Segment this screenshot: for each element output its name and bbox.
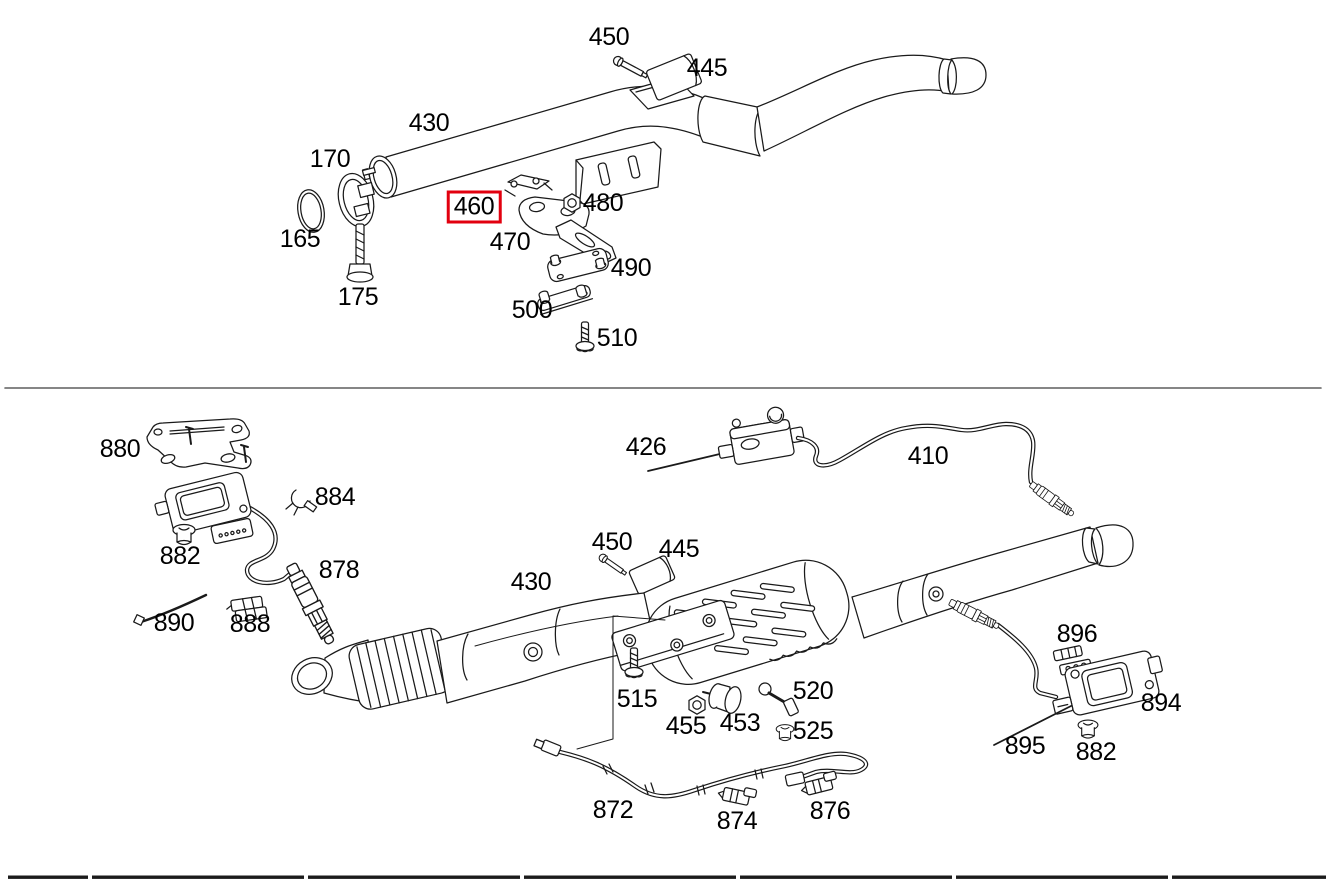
part-label-top-470[interactable]: 470 xyxy=(489,228,531,256)
part-label-bottom-884[interactable]: 884 xyxy=(314,483,356,511)
part-label-top-170[interactable]: 170 xyxy=(309,145,351,173)
part-label-bottom-876[interactable]: 876 xyxy=(809,797,851,825)
part-label-top-490[interactable]: 490 xyxy=(610,254,652,282)
downpipe-assembly-drawing xyxy=(291,524,1134,750)
part-label-bottom-520[interactable]: 520 xyxy=(792,677,834,705)
part-label-top-500[interactable]: 500 xyxy=(511,296,553,324)
part-label-bottom-894[interactable]: 894 xyxy=(1140,689,1182,717)
rubber-mount-453-drawing xyxy=(702,683,742,714)
front-pipe-drawing xyxy=(368,54,987,205)
bolt-175-drawing xyxy=(346,223,374,283)
part-label-bottom-872[interactable]: 872 xyxy=(592,796,634,824)
part-label-bottom-453[interactable]: 453 xyxy=(719,709,761,737)
part-label-top-445[interactable]: 445 xyxy=(686,54,728,82)
clip-884-drawing xyxy=(285,489,318,516)
part-label-bottom-450[interactable]: 450 xyxy=(591,528,633,556)
link-500-drawing xyxy=(537,284,594,316)
part-label-bottom-515[interactable]: 515 xyxy=(616,685,658,713)
part-label-bottom-455[interactable]: 455 xyxy=(665,712,707,740)
part-label-top-450[interactable]: 450 xyxy=(588,23,630,51)
clamp-170-drawing xyxy=(337,167,376,228)
part-label-bottom-896[interactable]: 896 xyxy=(1056,620,1098,648)
part-460-drawing xyxy=(504,174,553,197)
part-label-bottom-895[interactable]: 895 xyxy=(1004,732,1046,760)
nox-module-left-drawing xyxy=(154,471,294,586)
cable-strap-890-drawing xyxy=(133,593,208,626)
bracket-880-drawing xyxy=(146,418,252,470)
part-label-bottom-882[interactable]: 882 xyxy=(159,542,201,570)
nox-module-894-drawing xyxy=(1052,650,1163,716)
part-label-bottom-426[interactable]: 426 xyxy=(625,433,667,461)
part-label-bottom-882[interactable]: 882 xyxy=(1075,738,1117,766)
leader-line-895 xyxy=(993,705,1072,746)
part-label-bottom-880[interactable]: 880 xyxy=(99,435,141,463)
leader-line-426 xyxy=(647,452,725,472)
part-label-bottom-878[interactable]: 878 xyxy=(318,556,360,584)
part-label-top-430[interactable]: 430 xyxy=(408,109,450,137)
o2-sensor-410-drawing xyxy=(795,421,1077,520)
table-top-border xyxy=(8,875,1326,879)
part-label-top-510[interactable]: 510 xyxy=(596,324,638,352)
part-label-bottom-874[interactable]: 874 xyxy=(716,807,758,835)
sleeve-445-bottom-drawing xyxy=(628,555,676,595)
clip-888-drawing xyxy=(226,595,268,623)
part-label-top-165[interactable]: 165 xyxy=(279,225,321,253)
harness-872-drawing xyxy=(533,738,869,799)
gasket-165-drawing xyxy=(297,189,325,233)
sleeve-445-drawing xyxy=(646,53,702,101)
part-label-bottom-410[interactable]: 410 xyxy=(907,442,949,470)
part-label-top-460[interactable]: 460 xyxy=(446,190,502,224)
part-label-bottom-888[interactable]: 888 xyxy=(229,610,271,638)
part-label-bottom-890[interactable]: 890 xyxy=(153,609,195,637)
part-label-bottom-445[interactable]: 445 xyxy=(658,535,700,563)
part-label-top-175[interactable]: 175 xyxy=(337,283,379,311)
top-diagram-drawing xyxy=(297,53,987,353)
pin-520-drawing xyxy=(758,682,799,717)
module-connector-drawing xyxy=(210,517,254,545)
part-label-top-480[interactable]: 480 xyxy=(582,189,624,217)
support-bracket-drawing xyxy=(611,599,735,672)
part-label-bottom-525[interactable]: 525 xyxy=(792,717,834,745)
sensor-module-426-drawing xyxy=(717,406,805,465)
plate-490-drawing xyxy=(547,247,609,283)
part-label-bottom-430[interactable]: 430 xyxy=(510,568,552,596)
bottom-diagram-drawing xyxy=(133,406,1163,808)
